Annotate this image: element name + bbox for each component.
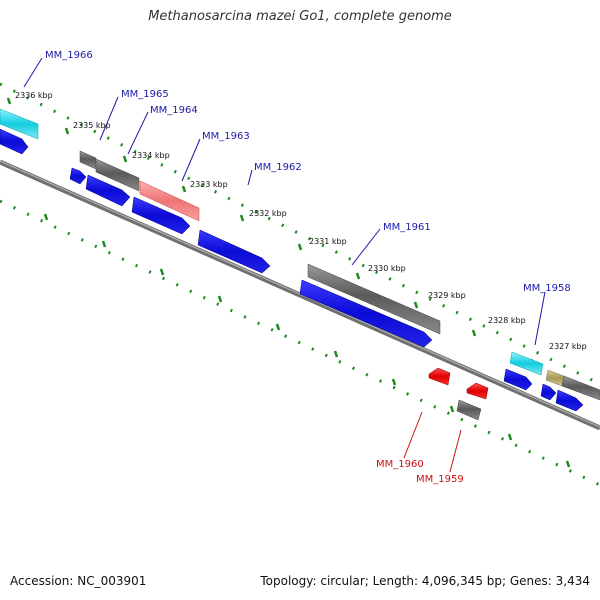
tick-mark xyxy=(355,272,361,280)
gene-label[interactable]: MM_1959 xyxy=(416,474,464,485)
cds-arrow[interactable] xyxy=(131,196,191,235)
tick-mark xyxy=(391,378,397,386)
tick-label: 2334 kbp xyxy=(132,151,170,160)
tick-label: 2336 kbp xyxy=(15,91,53,100)
tick-mark xyxy=(6,97,12,105)
cds-arrow[interactable] xyxy=(85,174,131,207)
tick-label: 2335 kbp xyxy=(73,121,111,130)
gene-mm1959-grey[interactable] xyxy=(456,399,482,421)
genome-summary-text: Topology: circular; Length: 4,096,345 bp… xyxy=(260,574,590,588)
gene-labels-top: MM_1966 MM_1965 MM_1964 MM_1963 MM_1962 … xyxy=(45,50,571,294)
gene-label[interactable]: MM_1958 xyxy=(523,283,571,294)
tick-mark xyxy=(507,433,513,441)
tick-mark xyxy=(239,214,245,222)
gene-track-reverse xyxy=(428,367,489,421)
tick-mark xyxy=(181,185,187,193)
gene-track-forward xyxy=(0,108,600,401)
gene-mm1958[interactable] xyxy=(509,351,544,376)
tick-mark xyxy=(101,240,107,248)
callout-line xyxy=(23,57,43,88)
gene-mm1965[interactable] xyxy=(79,150,97,170)
gene-mm1963[interactable] xyxy=(139,180,200,222)
accession-text: Accession: NC_003901 xyxy=(10,574,147,588)
cds-track xyxy=(0,128,584,412)
tick-label: 2332 kbp xyxy=(249,209,287,218)
tick-labels: 2336 kbp 2335 kbp 2334 kbp 2333 kbp 2332… xyxy=(15,91,587,351)
callout-lines-bottom xyxy=(403,411,462,473)
cds-arrow[interactable] xyxy=(0,128,29,155)
cds-arrow[interactable] xyxy=(555,389,584,412)
gene-label[interactable]: MM_1964 xyxy=(150,105,198,116)
tick-mark xyxy=(565,460,571,468)
tick-label: 2333 kbp xyxy=(190,180,228,189)
cds-arrow[interactable] xyxy=(299,279,433,348)
tick-mark xyxy=(43,213,49,221)
gene-mm1964-grey[interactable] xyxy=(95,158,140,192)
gene-labels-bottom: MM_1960 MM_1959 xyxy=(376,459,464,485)
tick-mark xyxy=(217,295,223,303)
callout-line xyxy=(247,169,253,186)
cds-arrow[interactable] xyxy=(503,368,533,391)
tick-label: 2331 kbp xyxy=(309,237,347,246)
callout-line xyxy=(351,228,381,266)
inner-ruler-ticks xyxy=(43,213,571,468)
gene-mm1956[interactable] xyxy=(561,375,600,401)
tick-mark xyxy=(159,268,165,276)
genome-backbone xyxy=(0,159,600,431)
callout-line xyxy=(99,96,119,141)
gene-mm1966[interactable] xyxy=(0,108,39,140)
callout-lines-top xyxy=(23,57,546,346)
tick-mark xyxy=(297,243,303,251)
cds-arrow[interactable] xyxy=(69,167,87,185)
tick-label: 2329 kbp xyxy=(428,291,466,300)
inner-ruler xyxy=(0,199,600,487)
gene-label[interactable]: MM_1961 xyxy=(383,222,431,233)
tick-label: 2330 kbp xyxy=(368,264,406,273)
gene-label[interactable]: MM_1965 xyxy=(121,89,169,100)
tick-mark xyxy=(122,155,128,163)
callout-line xyxy=(534,291,546,346)
gene-label[interactable]: MM_1966 xyxy=(45,50,93,61)
tick-mark xyxy=(413,301,419,309)
outer-ruler-ticks xyxy=(6,97,535,366)
callout-line xyxy=(403,411,423,459)
tick-label: 2327 kbp xyxy=(549,342,587,351)
callout-line xyxy=(127,111,149,155)
tick-mark xyxy=(64,127,70,135)
cds-arrow[interactable] xyxy=(197,229,271,274)
tick-mark xyxy=(333,350,339,358)
gene-label[interactable]: MM_1963 xyxy=(202,131,250,142)
callout-line xyxy=(181,138,201,182)
gene-label[interactable]: MM_1960 xyxy=(376,459,424,470)
gene-mm1960[interactable] xyxy=(428,367,451,386)
gene-label[interactable]: MM_1962 xyxy=(254,162,302,173)
tick-label: 2328 kbp xyxy=(488,316,526,325)
callout-line xyxy=(449,429,462,473)
cds-arrow[interactable] xyxy=(540,383,557,401)
tick-mark xyxy=(449,405,455,413)
gene-mm1957-khaki[interactable] xyxy=(545,369,565,387)
gene-mm1961[interactable] xyxy=(307,263,441,335)
tick-mark xyxy=(275,323,281,331)
genome-title: Methanosarcina mazei Go1, complete genom… xyxy=(148,9,452,24)
gene-mm1959-red[interactable] xyxy=(466,382,489,400)
tick-mark xyxy=(471,329,477,337)
